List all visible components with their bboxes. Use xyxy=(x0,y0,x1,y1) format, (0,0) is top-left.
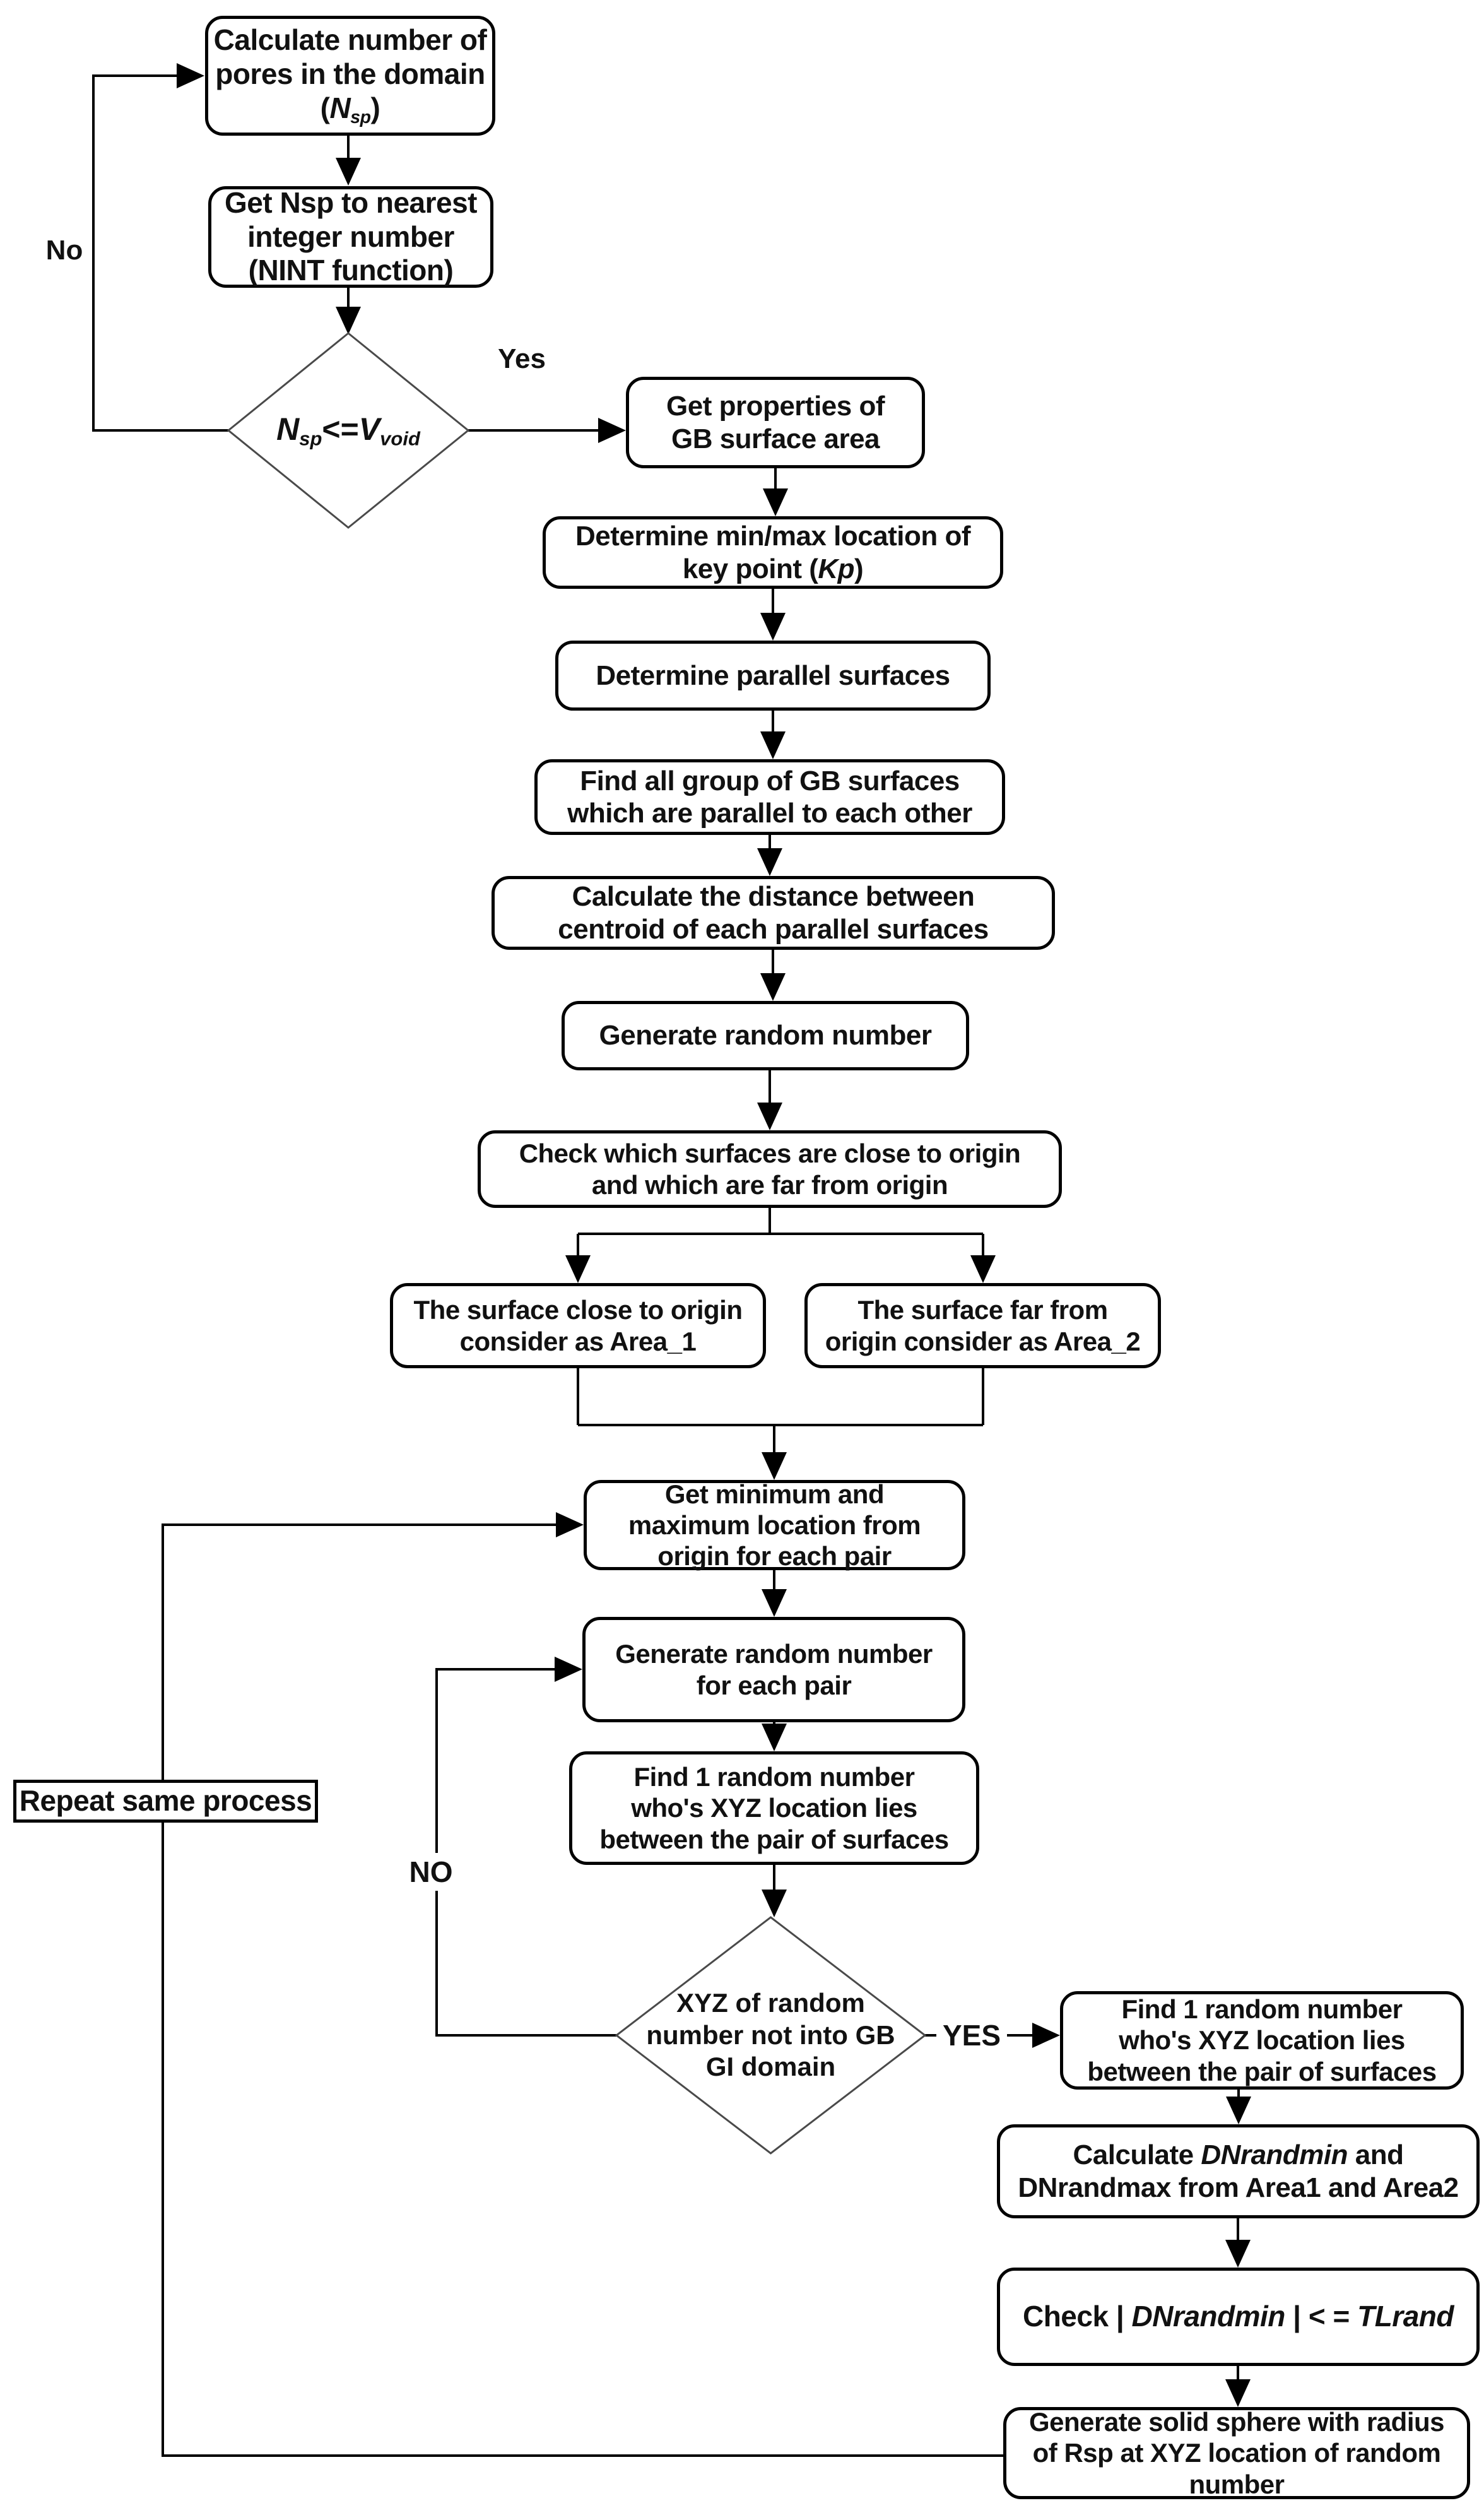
node-text-line: GB surface area xyxy=(671,423,880,454)
no-label: No xyxy=(45,235,83,266)
node-text-line: Find all group of GB surfaces xyxy=(580,765,960,796)
node-text-line: integer number xyxy=(247,220,454,253)
nsp-vvoid-decision: Nsp<=Vvoid xyxy=(228,333,468,528)
node-text-line: Generate random number xyxy=(599,1020,932,1051)
node-text-line: Generate solid sphere with radius xyxy=(1028,2407,1445,2437)
node-text-line: and which are far from origin xyxy=(591,1169,948,1200)
node-text-line: between the pair of surfaces xyxy=(599,1824,949,1854)
node-text-line: Get properties of xyxy=(666,391,885,422)
node-text-line: Get Nsp to nearest xyxy=(225,186,478,219)
node-text-line: Check which surfaces are close to origin xyxy=(519,1139,1021,1169)
node-text-line: between the pair of surfaces xyxy=(1087,2056,1437,2086)
node-text-line: Repeat same process xyxy=(19,1784,312,1818)
node-text-line: number not into GB xyxy=(646,2020,895,2050)
node-text-line: (Nsp) xyxy=(320,91,380,127)
generate-random-box: Generate random number xyxy=(562,1001,969,1070)
node-text-line: DNrandmax from Area1 and Area2 xyxy=(1018,2172,1459,2203)
node-text-line: Calculate DNrandmin and xyxy=(1073,2139,1404,2171)
node-text-line: centroid of each parallel surfaces xyxy=(558,913,989,945)
node-text-line: Calculate the distance between xyxy=(572,881,975,913)
node-text-line: Get minimum and xyxy=(664,1479,885,1509)
node-text-line: who's XYZ location lies xyxy=(1119,2025,1405,2056)
node-text-line: key point (Kp) xyxy=(682,553,864,584)
yes-loop-label: YES xyxy=(936,2016,1007,2055)
edge-no-loop2 xyxy=(435,1657,616,2037)
nsp-vvoid-decision-shape xyxy=(227,332,470,529)
node-text-line: Find 1 random number xyxy=(633,1762,915,1792)
node-text-line: who's XYZ location lies xyxy=(631,1793,917,1823)
node-text-line: XYZ of random xyxy=(676,1988,865,2018)
node-text-line: Calculate number of xyxy=(213,23,487,57)
node-text-line: maximum location from xyxy=(628,1510,921,1540)
node-text-line: Find 1 random number xyxy=(1121,1994,1403,2025)
node-text-line: consider as Area_1 xyxy=(459,1326,697,1356)
yes-label: Yes xyxy=(498,343,546,374)
xyz-domain-decision-shape xyxy=(615,1916,927,2155)
node-text-line: which are parallel to each other xyxy=(567,798,972,829)
node-text-line: for each pair xyxy=(696,1670,852,1700)
node-text-line: The surface close to origin xyxy=(413,1295,743,1325)
check-surfaces-box: Check which surfaces are close to origin… xyxy=(478,1130,1062,1208)
node-text-line: Check | DNrandmin | < = TLrand xyxy=(1022,2300,1454,2333)
edge-repeat-loop xyxy=(162,1512,1003,2457)
node-text-line: pores in the domain xyxy=(215,57,485,90)
node-text-line: number xyxy=(1189,2469,1285,2499)
node-text-line: origin for each pair xyxy=(657,1541,892,1571)
no-loop-label: NO xyxy=(403,1853,459,1891)
node-text-line: origin consider as Area_2 xyxy=(825,1326,1141,1356)
node-text-line: Nsp<=Vvoid xyxy=(276,411,420,450)
node-text-line: Determine min/max location of xyxy=(575,521,971,552)
node-text-line: (NINT function) xyxy=(248,254,454,287)
parallel-surfaces-box: Determine parallel surfaces xyxy=(555,641,991,711)
node-text-line: GI domain xyxy=(705,2052,836,2082)
node-text-line: Generate random number xyxy=(615,1639,933,1669)
node-text-line: of Rsp at XYZ location of random xyxy=(1032,2438,1441,2468)
check-dnrand-box: Check | DNrandmin | < = TLrand xyxy=(997,2268,1480,2366)
node-text-line: Determine parallel surfaces xyxy=(596,660,950,691)
edge-no-loop xyxy=(92,63,228,432)
node-text-line: The surface far from xyxy=(857,1295,1108,1325)
repeat-process-label-box: Repeat same process xyxy=(13,1780,318,1823)
